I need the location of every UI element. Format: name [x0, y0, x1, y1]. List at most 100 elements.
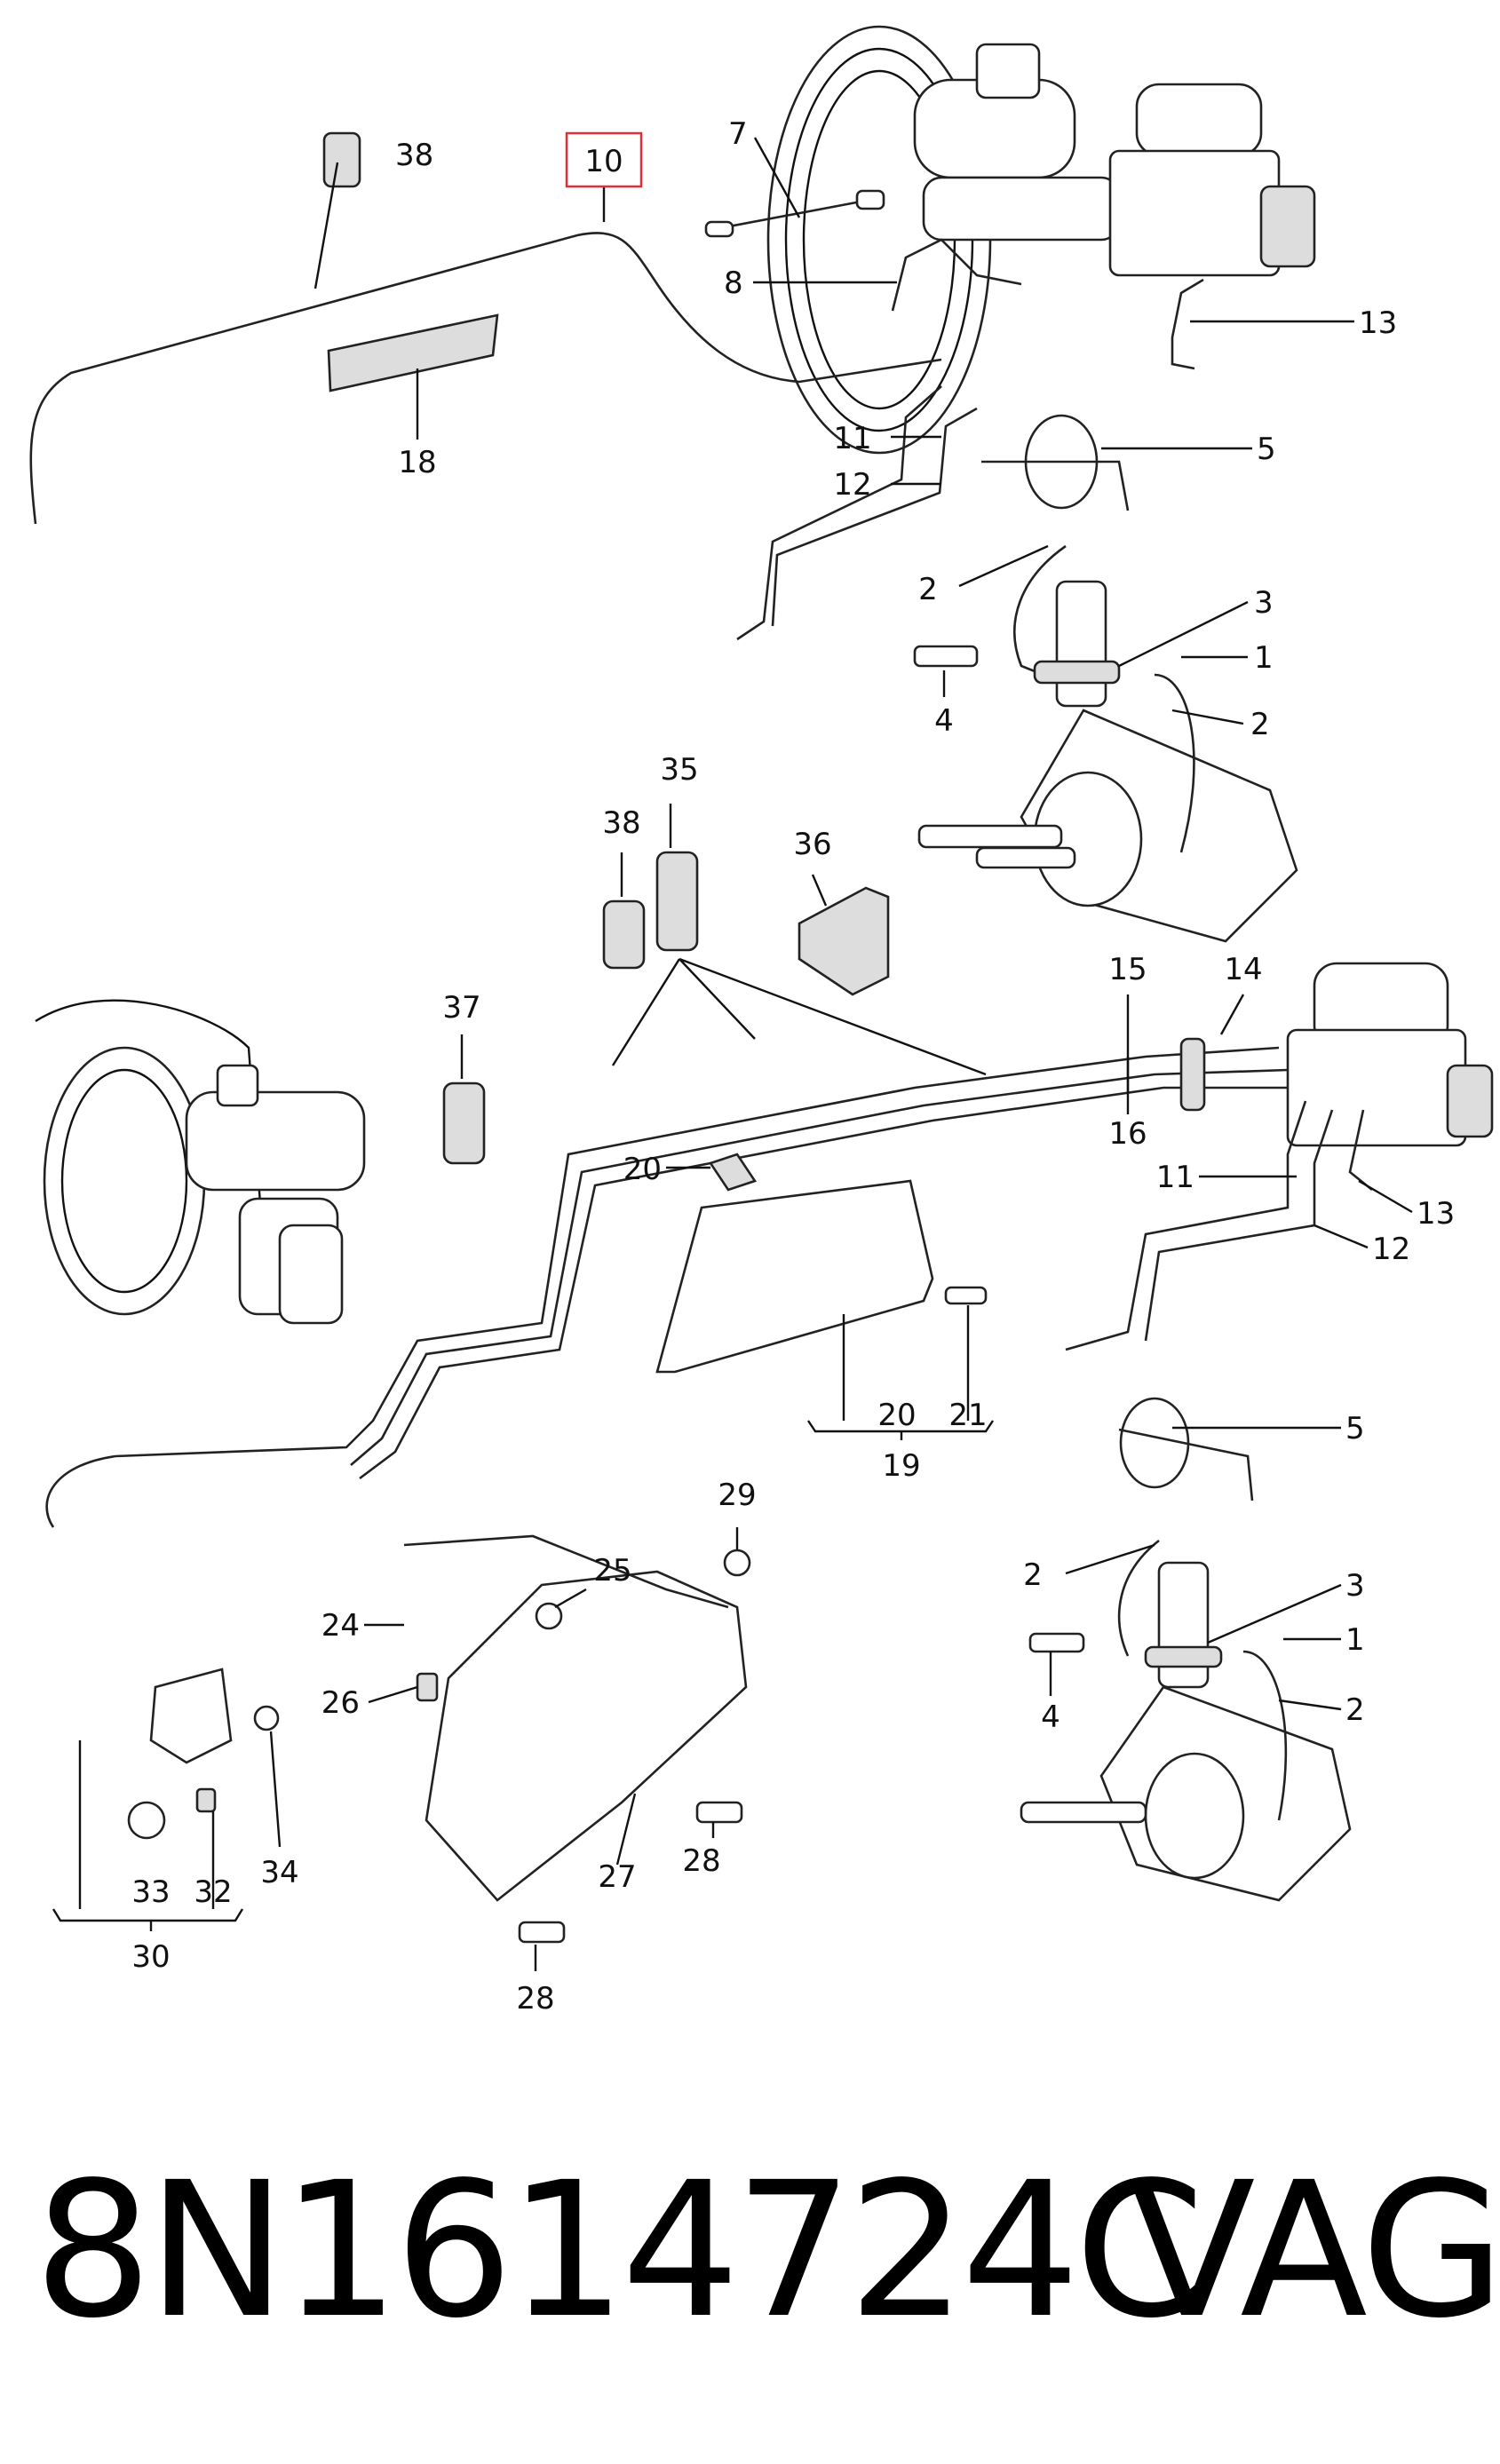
callout-labels: 10 38 7 8 13 18 11 12 5 2 3 1 2 4 35 38 …: [131, 116, 1455, 2016]
line-clip: [1179, 1037, 1206, 1112]
callout-4: 4: [1041, 1699, 1060, 1735]
clip-35: [655, 851, 699, 952]
callout-36: 36: [793, 827, 831, 862]
callout-16: 16: [1108, 1116, 1147, 1152]
callout-33: 33: [131, 1874, 170, 1910]
bracket-30: [149, 1668, 233, 1764]
callout-11: 11: [1156, 1160, 1194, 1195]
clip-20: [708, 1153, 758, 1192]
callout-25: 25: [593, 1553, 631, 1589]
brake-line-15: [45, 1046, 1280, 1528]
abs-hydraulic-unit: [1108, 149, 1281, 277]
highlight-box: [565, 131, 643, 188]
heat-shield-19: [655, 1179, 934, 1374]
heat-shield-27: [425, 1570, 748, 1902]
callout-24: 24: [321, 1608, 360, 1644]
callout-5: 5: [1257, 432, 1276, 467]
brake-line-exploded-diagram: 10 38 7 8 13 18 11 12 5 2 3 1 2 4 35 38 …: [29, 25, 1494, 2016]
callout-32: 32: [194, 1874, 232, 1910]
callout-19: 19: [882, 1448, 920, 1484]
bolt-28b: [518, 1921, 566, 1944]
bolt-4: [913, 645, 979, 668]
callout-37: 37: [442, 990, 480, 1026]
abs-pump-motor: [1135, 83, 1263, 157]
callout-2: 2: [1023, 1557, 1043, 1593]
callout-13: 13: [1359, 305, 1397, 341]
strut: [1055, 580, 1107, 708]
callout-5: 5: [1345, 1411, 1365, 1446]
brake-hose-2-mid: [1117, 1539, 1160, 1657]
callout-35: 35: [660, 752, 698, 788]
brake-hose-7: [714, 198, 871, 231]
callout-28: 28: [516, 1981, 554, 2016]
clip-32: [195, 1787, 217, 1813]
brake-booster-mid: [43, 1046, 206, 1316]
abs-unit-mid: [1286, 1028, 1467, 1147]
callout-29: 29: [718, 1478, 756, 1513]
brake-line-8: [891, 238, 1022, 312]
leader-lines: [52, 137, 1413, 1971]
callout-38: 38: [395, 138, 433, 173]
strut-mid: [1157, 1561, 1210, 1689]
callout-3: 3: [1345, 1568, 1365, 1604]
top-assembly: [29, 25, 1316, 943]
brand-label: VAG: [1128, 2142, 1500, 2359]
callout-28: 28: [682, 1843, 720, 1879]
callout-34: 34: [260, 1855, 298, 1890]
callout-15: 15: [1108, 952, 1147, 987]
callout-1: 1: [1345, 1622, 1365, 1658]
callout-10: 10: [584, 144, 623, 179]
clip-26: [416, 1672, 439, 1702]
callout-11: 11: [833, 421, 871, 456]
reservoir-cap: [975, 43, 1041, 99]
clip-36: [798, 886, 890, 996]
callout-7: 7: [728, 116, 748, 152]
callout-26: 26: [321, 1685, 360, 1721]
bracket-3: [1033, 660, 1121, 685]
brake-line-16: [350, 1068, 1289, 1466]
callout-27: 27: [598, 1859, 636, 1895]
clip-38-mid: [602, 899, 646, 970]
brake-line-11-mid: [1065, 1100, 1307, 1351]
callout-2: 2: [1345, 1692, 1365, 1728]
brake-hose-2: [1013, 544, 1067, 677]
master-cylinder: [922, 176, 1121, 242]
callout-18: 18: [398, 445, 436, 480]
callout-2: 2: [918, 572, 938, 607]
clip-38: [322, 131, 361, 188]
clip-37: [442, 1081, 486, 1165]
part-number: 8N1614724C: [34, 2142, 1205, 2359]
callout-4: 4: [934, 703, 954, 739]
bracket-3-mid: [1144, 1645, 1223, 1668]
master-cylinder-mid: [185, 1090, 366, 1192]
callout-14: 14: [1224, 952, 1262, 987]
bracket-24: [403, 1534, 729, 1609]
nut-29: [723, 1549, 751, 1577]
bolt-4-mid: [1028, 1632, 1085, 1653]
callout-12: 12: [833, 467, 871, 503]
callout-13: 13: [1417, 1196, 1455, 1232]
callout-3: 3: [1254, 585, 1274, 621]
brake-line-10: [29, 232, 942, 525]
brake-hose-1-mid: [1242, 1650, 1288, 1821]
bolt-28: [695, 1801, 743, 1824]
callout-12: 12: [1372, 1232, 1410, 1267]
callout-21: 21: [948, 1398, 987, 1433]
nut-34: [253, 1705, 280, 1731]
callout-1: 1: [1254, 640, 1274, 676]
callout-20: 20: [623, 1152, 662, 1187]
callout-8: 8: [724, 265, 743, 301]
callout-38: 38: [602, 805, 640, 841]
brake-line-13: [1171, 278, 1204, 370]
grommet-33: [127, 1801, 166, 1840]
middle-assembly: [35, 851, 1494, 1944]
callout-20: 20: [877, 1398, 916, 1433]
abs-control-module: [1259, 185, 1316, 268]
bolt-21: [944, 1286, 988, 1305]
nut-25: [535, 1602, 563, 1630]
brake-line-12: [771, 407, 978, 627]
brake-line-11: [736, 385, 942, 641]
brake-hose-1: [1154, 673, 1195, 853]
callout-30: 30: [131, 1939, 170, 1975]
insulation-strip-18: [327, 313, 499, 392]
